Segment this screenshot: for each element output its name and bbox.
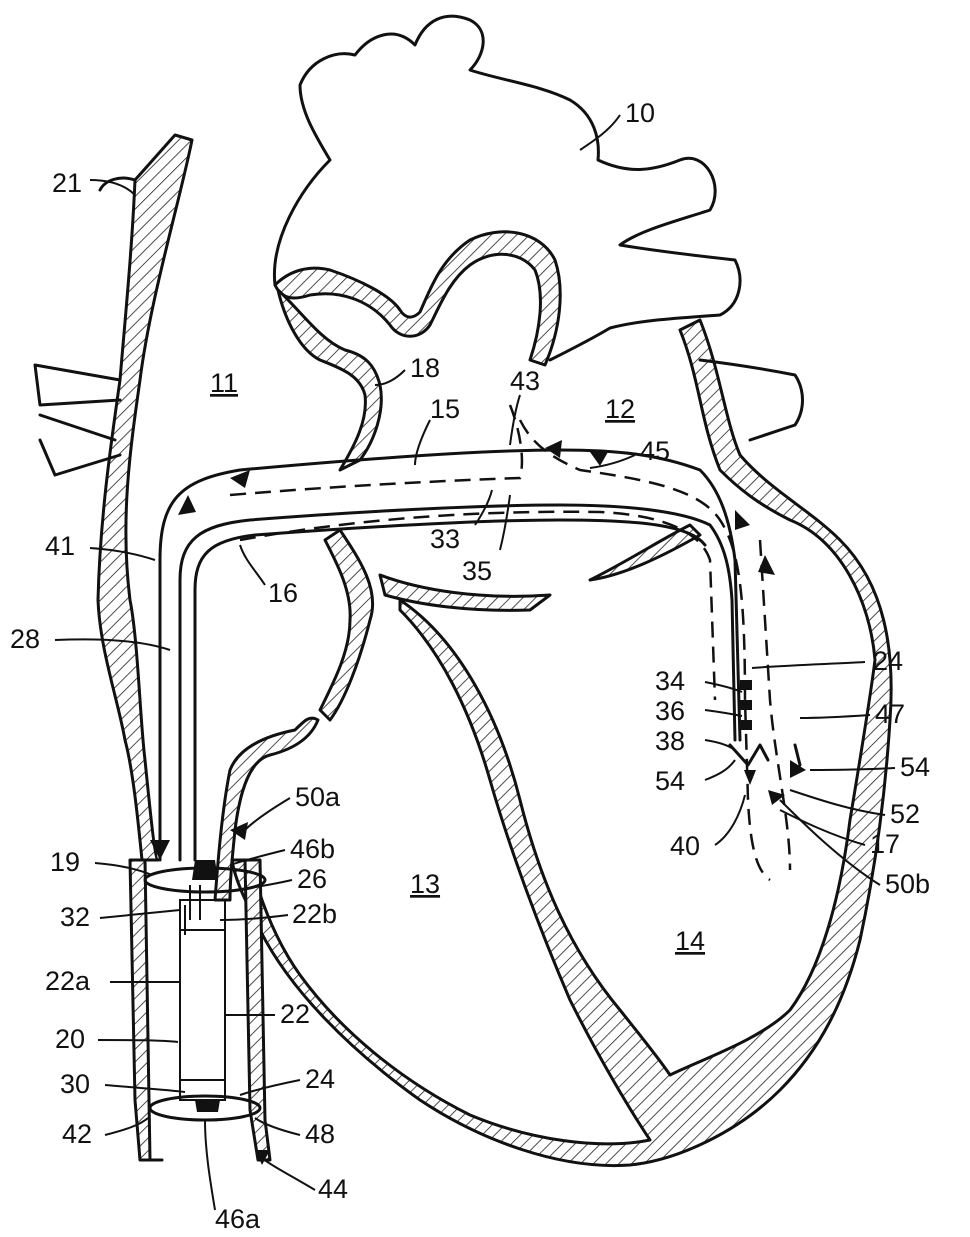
label-26: 26: [297, 864, 327, 894]
label-33: 33: [430, 524, 460, 554]
label-20: 20: [55, 1024, 85, 1054]
label-17: 17: [870, 829, 900, 859]
label-42: 42: [62, 1119, 92, 1149]
label-22: 22: [280, 999, 310, 1029]
label-22a: 22a: [45, 966, 91, 996]
label-10: 10: [625, 98, 655, 128]
label-16: 16: [268, 578, 298, 608]
label-34: 34: [655, 666, 685, 696]
dashed-path: [229, 404, 792, 882]
septum: [213, 288, 702, 902]
label-50a: 50a: [295, 782, 341, 812]
aorta: [272, 14, 742, 367]
label-15: 15: [430, 394, 460, 424]
label-13: 13: [410, 869, 440, 899]
label-21: 21: [52, 168, 82, 198]
label-28: 28: [10, 624, 40, 654]
label-19: 19: [50, 847, 80, 877]
catheter-tube: [128, 858, 272, 1162]
labels: 10 21 18 11 43 15 12 45 41 33 35 16 28 2…: [10, 98, 930, 1234]
label-46a: 46a: [215, 1204, 261, 1234]
label-32: 32: [60, 902, 90, 932]
label-24-bottom: 24: [305, 1064, 335, 1094]
lead-body: [158, 448, 742, 862]
label-45: 45: [640, 436, 670, 466]
label-40: 40: [670, 831, 700, 861]
label-24-top: 24: [873, 646, 903, 676]
flow-arrows: [150, 440, 806, 1165]
label-41: 41: [45, 531, 75, 561]
label-36: 36: [655, 696, 685, 726]
ventricle-walls: [230, 318, 893, 1168]
leader-lines: [54, 114, 896, 1211]
label-14: 14: [675, 926, 705, 956]
label-11: 11: [210, 368, 238, 398]
label-22b: 22b: [292, 899, 337, 929]
label-46b: 46b: [290, 834, 335, 864]
label-54-left: 54: [655, 766, 685, 796]
label-38: 38: [655, 726, 685, 756]
label-50b: 50b: [885, 869, 930, 899]
label-54-right: 54: [900, 752, 930, 782]
label-12: 12: [605, 394, 635, 424]
vena-cava: [33, 133, 194, 862]
label-18: 18: [410, 353, 440, 383]
label-48: 48: [305, 1119, 335, 1149]
label-43: 43: [510, 366, 540, 396]
label-44: 44: [318, 1174, 348, 1204]
label-30: 30: [60, 1069, 90, 1099]
electrode-tip: [728, 680, 802, 785]
label-47: 47: [875, 699, 905, 729]
label-35: 35: [462, 556, 492, 586]
label-52: 52: [890, 799, 920, 829]
